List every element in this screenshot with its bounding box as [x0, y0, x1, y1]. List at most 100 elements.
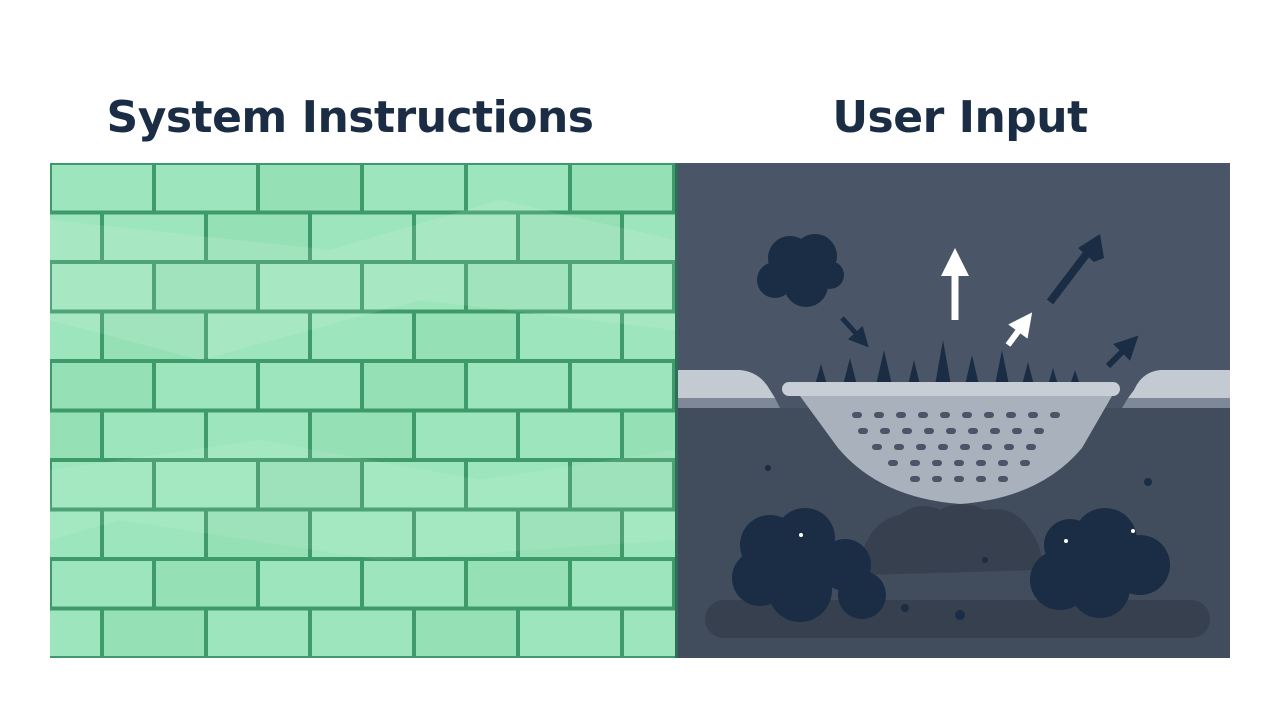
strainer-hole: [916, 444, 926, 450]
brick: [624, 412, 675, 458]
brick: [416, 412, 516, 458]
brick: [156, 363, 256, 409]
brick: [104, 214, 204, 260]
arrow-down-icon: [840, 316, 869, 348]
strainer-hole: [1028, 412, 1038, 418]
brick: [468, 561, 568, 607]
strainer-icon: [782, 382, 1120, 504]
brick: [156, 165, 256, 211]
brick: [50, 412, 100, 458]
cloud-icon: [732, 508, 886, 622]
strainer-hole: [990, 428, 1000, 434]
cloud-icon: [1030, 508, 1170, 618]
brick: [364, 462, 464, 508]
strainer-hole: [902, 428, 912, 434]
strainer-hole: [910, 460, 920, 466]
brick: [156, 561, 256, 607]
brick: [416, 313, 516, 359]
strainer-hole: [946, 428, 956, 434]
brick: [364, 264, 464, 310]
strainer-hole: [872, 444, 882, 450]
brick: [572, 264, 672, 310]
strainer-hole: [954, 476, 964, 482]
brick: [104, 610, 204, 656]
brick: [468, 363, 568, 409]
strainer-hole: [1006, 412, 1016, 418]
debris-particles: [765, 465, 1152, 620]
sink-rim-left-shadow: [678, 398, 780, 408]
debris-mound: [860, 504, 1042, 575]
brick: [52, 462, 152, 508]
brick: [52, 561, 152, 607]
brick: [208, 511, 308, 557]
strainer-hole: [982, 444, 992, 450]
brick: [208, 412, 308, 458]
brick: [50, 214, 100, 260]
brick-layer: [50, 165, 675, 656]
brick: [364, 561, 464, 607]
brick: [156, 264, 256, 310]
brick: [52, 264, 152, 310]
strainer-hole: [888, 460, 898, 466]
strainer-hole: [984, 412, 994, 418]
strainer-hole: [910, 476, 920, 482]
user-input-title: User Input: [832, 92, 1088, 143]
strainer-hole: [940, 412, 950, 418]
strainer-hole: [938, 444, 948, 450]
strainer-hole: [932, 460, 942, 466]
brick: [624, 214, 675, 260]
strainer-hole: [1004, 444, 1014, 450]
brick: [468, 462, 568, 508]
brick: [208, 610, 308, 656]
brick: [468, 165, 568, 211]
brick: [416, 511, 516, 557]
brick: [260, 462, 360, 508]
panel-divider: [675, 163, 678, 658]
brick: [624, 511, 675, 557]
brick: [50, 511, 100, 557]
strainer-hole: [998, 476, 1008, 482]
wall-highlight: [50, 200, 675, 360]
brick: [624, 313, 675, 359]
strainer-hole: [924, 428, 934, 434]
brick: [52, 363, 152, 409]
sparkle-dots: [799, 529, 1135, 543]
strainer-hole: [1034, 428, 1044, 434]
strainer-hole: [932, 476, 942, 482]
brick: [260, 264, 360, 310]
brick-wall-icon: [50, 163, 675, 658]
strainer-hole: [976, 460, 986, 466]
brick: [572, 561, 672, 607]
brick: [208, 313, 308, 359]
brick: [520, 511, 620, 557]
strainer-holes: [852, 412, 1060, 482]
strainer-hole: [896, 412, 906, 418]
brick: [312, 313, 412, 359]
brick: [312, 214, 412, 260]
strainer-hole: [1020, 460, 1030, 466]
system-instructions-title: System Instructions: [106, 92, 594, 143]
brick: [416, 214, 516, 260]
sink-rim-right-shadow: [1122, 398, 1230, 408]
arrow-up-icon: [1005, 312, 1033, 347]
strainer-hole: [1026, 444, 1036, 450]
strainer-hole: [874, 412, 884, 418]
brick: [520, 412, 620, 458]
strainer-hole: [976, 476, 986, 482]
strainer-hole: [918, 412, 928, 418]
brick: [156, 462, 256, 508]
strainer-hole: [880, 428, 890, 434]
brick: [104, 412, 204, 458]
wall-highlight: [50, 440, 675, 560]
brick: [364, 363, 464, 409]
strainer-rim: [782, 382, 1120, 396]
user-input-panel: [678, 163, 1230, 658]
brick: [364, 165, 464, 211]
strainer-hole: [858, 428, 868, 434]
brick: [572, 462, 672, 508]
strainer-hole: [894, 444, 904, 450]
brick: [312, 610, 412, 656]
brick: [312, 412, 412, 458]
brick: [520, 214, 620, 260]
